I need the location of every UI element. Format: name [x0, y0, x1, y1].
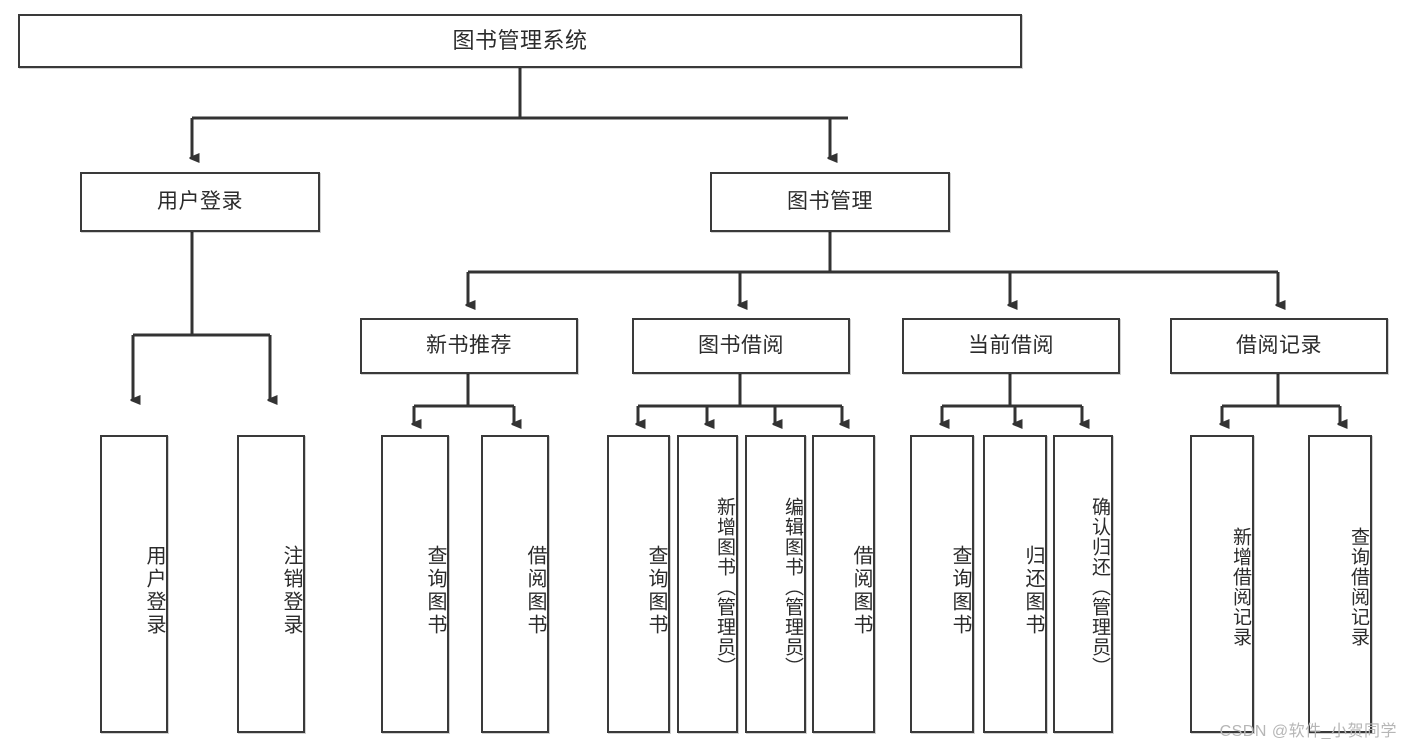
- node-root-system[interactable]: 图书管理系统: [18, 14, 1022, 68]
- node-current-borrow[interactable]: 当前借阅: [902, 318, 1120, 374]
- node-label: 当前借阅: [968, 333, 1054, 357]
- node-label: 查询图书: [424, 545, 446, 637]
- leaf-query-borrow-record[interactable]: 查询借阅记录: [1308, 435, 1372, 733]
- node-label: 新书推荐: [426, 333, 512, 357]
- leaf-query-book-current[interactable]: 查询图书: [910, 435, 974, 733]
- leaf-borrow-book[interactable]: 借阅图书: [812, 435, 875, 733]
- node-borrow-record[interactable]: 借阅记录: [1170, 318, 1388, 374]
- leaf-add-book-admin[interactable]: 新增图书（管理员）: [677, 435, 738, 733]
- node-label: 注销登录: [280, 545, 302, 637]
- node-label: 查询借阅记录: [1348, 527, 1369, 647]
- leaf-borrow-book-recommend[interactable]: 借阅图书: [481, 435, 549, 733]
- node-label: 借阅图书: [524, 545, 546, 637]
- node-new-book-recommend[interactable]: 新书推荐: [360, 318, 578, 374]
- node-book-management[interactable]: 图书管理: [710, 172, 950, 232]
- node-label: 确认归还（管理员）: [1089, 497, 1110, 677]
- node-label: 图书借阅: [698, 333, 784, 357]
- node-label: 用户登录: [143, 545, 165, 637]
- node-label: 归还图书: [1022, 545, 1044, 637]
- leaf-query-book-borrow[interactable]: 查询图书: [607, 435, 670, 733]
- node-label: 查询图书: [949, 545, 971, 637]
- node-label: 借阅记录: [1236, 333, 1322, 357]
- leaf-query-book-recommend[interactable]: 查询图书: [381, 435, 449, 733]
- node-label: 图书管理系统: [452, 27, 588, 53]
- leaf-add-borrow-record[interactable]: 新增借阅记录: [1190, 435, 1254, 733]
- leaf-user-login[interactable]: 用户登录: [100, 435, 168, 733]
- node-label: 图书管理: [787, 189, 873, 213]
- node-label: 新增图书（管理员）: [714, 497, 735, 677]
- node-label: 借阅图书: [850, 545, 872, 637]
- node-label: 用户登录: [157, 189, 243, 213]
- csdn-watermark: CSDN @软件_小贺同学: [1219, 723, 1397, 740]
- node-label: 新增借阅记录: [1230, 527, 1251, 647]
- node-book-borrow[interactable]: 图书借阅: [632, 318, 850, 374]
- node-label: 编辑图书（管理员）: [782, 497, 803, 677]
- leaf-return-book[interactable]: 归还图书: [983, 435, 1047, 733]
- leaf-edit-book-admin[interactable]: 编辑图书（管理员）: [745, 435, 806, 733]
- leaf-confirm-return-admin[interactable]: 确认归还（管理员）: [1053, 435, 1113, 733]
- node-user-login[interactable]: 用户登录: [80, 172, 320, 232]
- leaf-logout[interactable]: 注销登录: [237, 435, 305, 733]
- node-label: 查询图书: [645, 545, 667, 637]
